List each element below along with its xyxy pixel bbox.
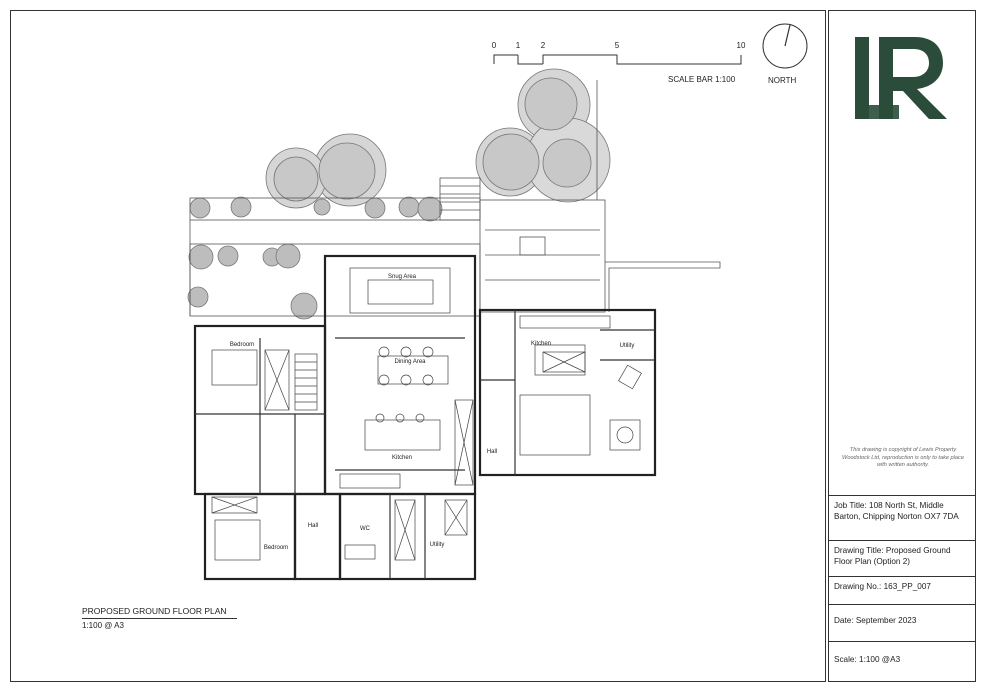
scale-bar-caption: SCALE BAR 1:100	[668, 75, 736, 84]
room-label-hall-left: Hall	[308, 523, 318, 529]
title-block: This drawing is copyright of Lewis Prope…	[828, 10, 976, 682]
room-label-snug: Snug Area	[388, 274, 417, 280]
scale-tick-1: 1	[515, 41, 521, 50]
garden-trees	[187, 68, 611, 320]
company-logo	[855, 37, 947, 119]
room-label-hall-annex: Hall	[487, 449, 497, 455]
room-label-kitchen-annex: Kitchen	[531, 341, 551, 347]
room-label-dining: Dining Area	[394, 359, 426, 365]
drawing-number: Drawing No.: 163_PP_007	[829, 576, 975, 604]
copyright-notice: This drawing is copyright of Lewis Prope…	[842, 447, 964, 469]
plan-scale: 1:100 @ A3	[82, 621, 124, 630]
room-label-bedroom-bottom: Bedroom	[264, 545, 288, 551]
terrace-and-boundary	[189, 80, 721, 317]
drawing-date: Date: September 2023	[829, 604, 975, 641]
staircase	[294, 353, 318, 411]
room-label-utility-annex: Utility	[620, 343, 635, 349]
scale-tick-5: 5	[614, 41, 620, 50]
house-walls	[193, 254, 657, 581]
drawing-title: Drawing Title: Proposed Ground Floor Pla…	[829, 540, 975, 576]
plan-title-underline	[82, 618, 237, 619]
job-title: Job Title: 108 North St, Middle Barton, …	[829, 495, 975, 540]
room-label-wc: WC	[360, 526, 371, 532]
north-arrow	[762, 23, 808, 69]
internal-walls	[195, 310, 655, 579]
furniture	[211, 267, 642, 561]
cupboards	[211, 349, 586, 561]
scale-tick-0: 0	[491, 41, 497, 50]
scale-bar	[493, 54, 742, 65]
north-label: NORTH	[768, 76, 797, 85]
room-label-bedroom-top: Bedroom	[230, 342, 254, 348]
scale-tick-10: 10	[736, 41, 746, 50]
room-label-utility-bottom: Utility	[430, 542, 445, 548]
room-label-kitchen-main: Kitchen	[392, 455, 412, 461]
drawing-scale: Scale: 1:100 @A3	[829, 641, 975, 681]
scale-tick-2: 2	[540, 41, 546, 50]
plan-title: PROPOSED GROUND FLOOR PLAN	[82, 606, 227, 616]
drawing-frame	[10, 10, 826, 682]
